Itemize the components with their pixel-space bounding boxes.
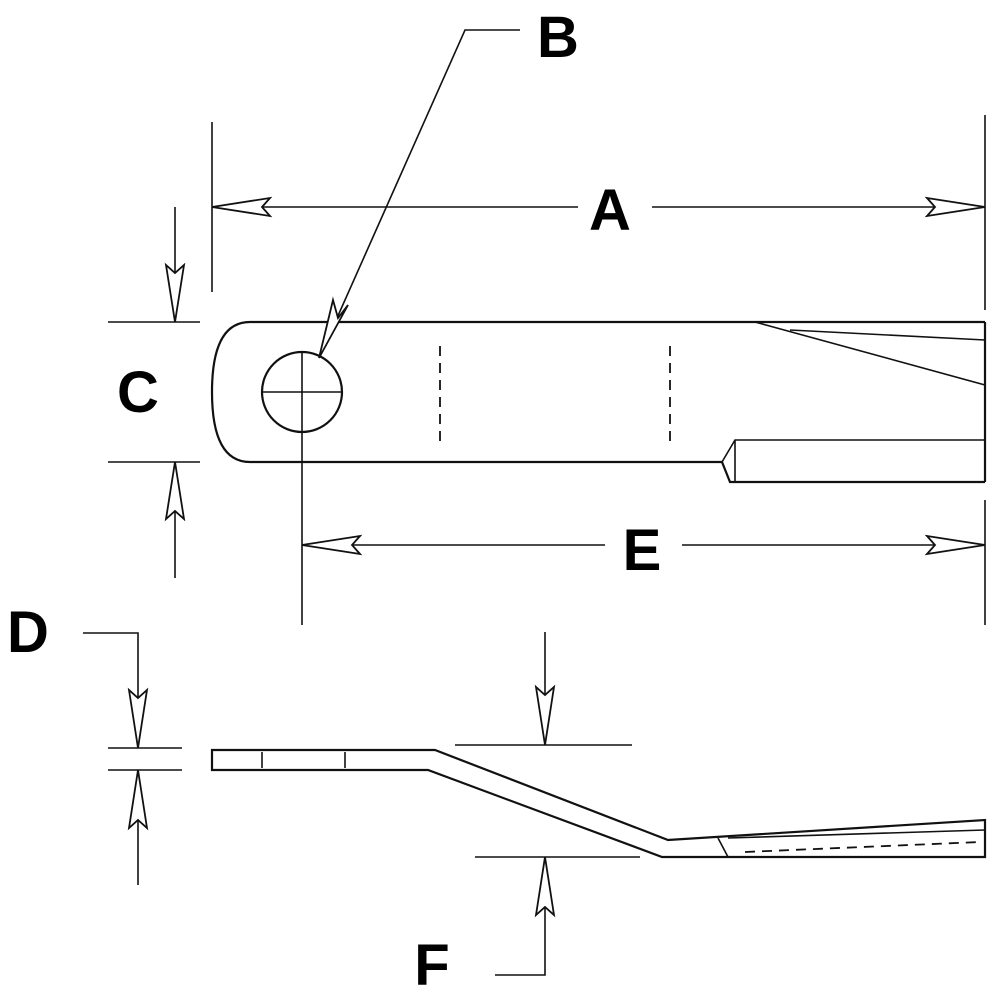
dim-c-arrow-top: [164, 262, 186, 323]
dim-f-label: F: [414, 933, 449, 998]
dimension-f: F: [414, 632, 640, 998]
dim-d-arrow-bottom: [127, 769, 149, 831]
dim-f-arrow-bottom: [534, 856, 556, 918]
dim-a-arrow-right: [924, 196, 986, 218]
dimension-a: A: [211, 115, 986, 310]
dim-e-label: E: [623, 518, 662, 583]
dimension-e: E: [301, 500, 986, 625]
side-bevel-hidden: [744, 841, 981, 853]
dim-c-label: C: [117, 360, 159, 425]
dim-f-arrow-top: [534, 684, 556, 746]
dim-a-arrow-left: [211, 196, 273, 218]
dim-e-arrow-right: [924, 534, 986, 556]
blade-bevel-lower: [721, 439, 985, 482]
dim-e-arrow-left: [301, 534, 363, 556]
dimension-b: B: [318, 5, 579, 359]
dim-d-arrow-top: [127, 687, 149, 749]
dim-c-arrow-bottom: [164, 461, 186, 522]
blade-bevel-upper: [754, 321, 986, 386]
dim-d-label: D: [7, 600, 49, 665]
dim-f-leader: [495, 857, 546, 976]
blade-side-view: [210, 748, 987, 859]
dimension-c: C: [108, 207, 200, 578]
blade-side-outline: [210, 748, 987, 859]
dim-b-arrow: [318, 296, 349, 359]
dimension-d: D: [7, 600, 182, 885]
dim-b-leader: [324, 29, 520, 346]
blade-top-view: [210, 320, 987, 625]
side-bevel: [717, 829, 986, 858]
dim-b-label: B: [537, 5, 579, 70]
dim-a-label: A: [589, 178, 631, 243]
blade-top-outline: [210, 320, 985, 484]
